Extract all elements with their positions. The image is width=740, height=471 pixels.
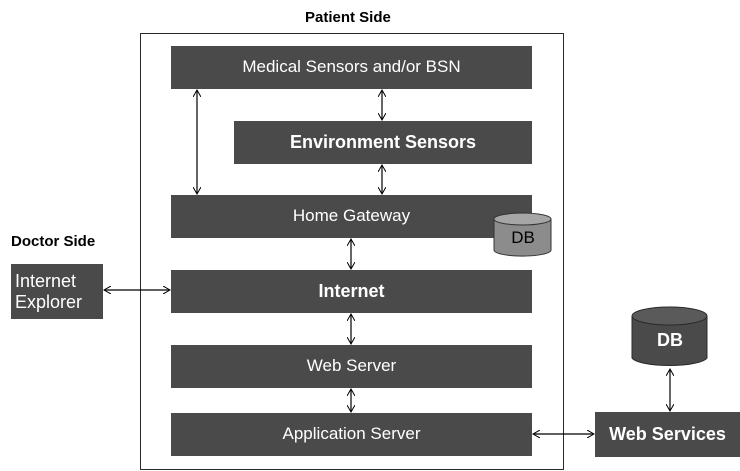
medical-sensors-box: Medical Sensors and/or BSN [171,46,532,89]
doctor-side-heading: Doctor Side [11,233,96,250]
web-services-label: Web Services [609,423,726,444]
home-gateway-box: Home Gateway [171,195,532,238]
application-server-label: Application Server [282,424,421,444]
internet-explorer-box: Internet Explorer [11,264,103,319]
gateway-database-icon [493,212,552,257]
gateway-database-label: DB [511,228,535,247]
application-server-box: Application Server [171,413,532,456]
web-server-box: Web Server [171,345,532,388]
services-database-label: DB [657,330,683,350]
web-server-label: Web Server [306,356,397,376]
internet-label: Internet [318,280,385,301]
internet-box: Internet [171,270,532,313]
environment-sensors-box: Environment Sensors [234,121,532,164]
home-gateway-label: Home Gateway [292,206,411,226]
environment-sensors-label: Environment Sensors [289,131,477,152]
services-database-icon [631,306,708,367]
web-services-box: Web Services [595,412,740,457]
internet-explorer-label: Internet Explorer [15,270,83,312]
patient-side-heading: Patient Side [305,9,391,26]
medical-sensors-label: Medical Sensors and/or BSN [242,57,461,77]
